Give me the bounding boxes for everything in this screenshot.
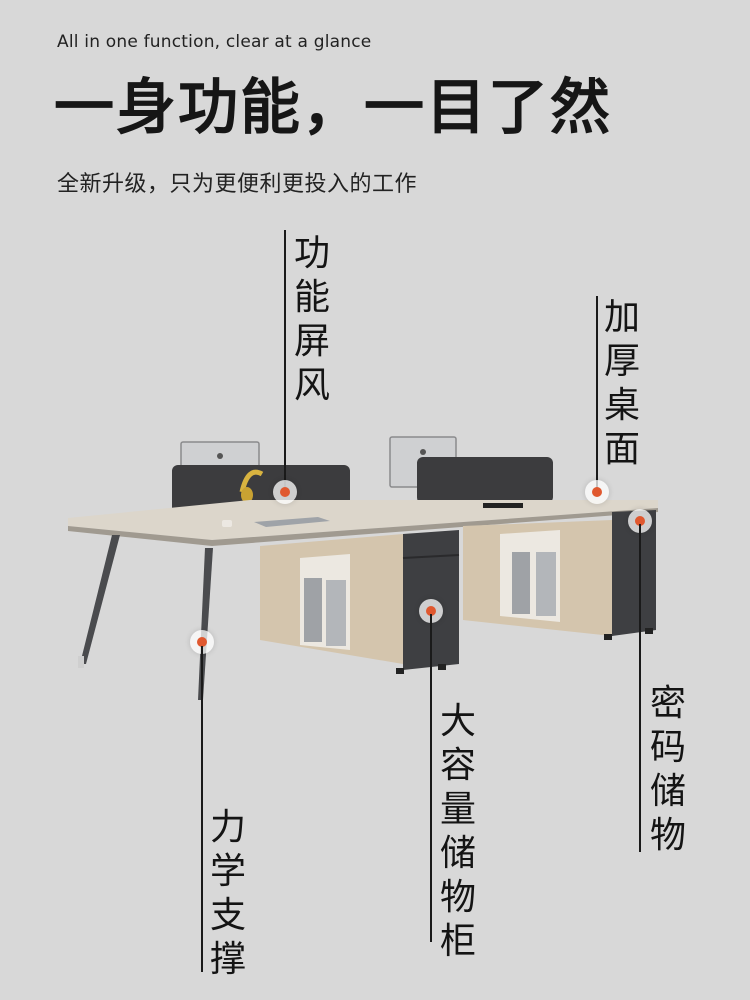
callout-line-large-storage	[430, 614, 432, 942]
headphones	[239, 469, 264, 503]
callout-line-desktop	[596, 296, 598, 492]
tagline: 全新升级，只为更便利更投入的工作	[57, 172, 418, 197]
callout-label-support: 力学支撑	[209, 807, 246, 980]
subtitle-english: All in one function, clear at a glance	[57, 32, 372, 52]
desk-top	[68, 500, 658, 540]
screen-panel-right	[417, 457, 553, 503]
callout-label-large-storage: 大容量储物柜	[439, 701, 476, 962]
callout-line-support	[201, 646, 203, 972]
callout-label-desktop: 加厚桌面	[603, 297, 640, 470]
target-dot-icon	[273, 480, 297, 504]
page-title: 一身功能，一目了然	[54, 73, 612, 143]
callout-label-screen: 功能屏风	[293, 233, 330, 406]
leg-left-front	[80, 535, 120, 664]
callout-line-screen	[284, 230, 286, 488]
callout-label-code-storage: 密码储物	[649, 683, 686, 856]
cabinet-dark-right	[612, 510, 656, 636]
callout-line-code-storage	[639, 524, 641, 852]
target-dot-icon	[585, 480, 609, 504]
